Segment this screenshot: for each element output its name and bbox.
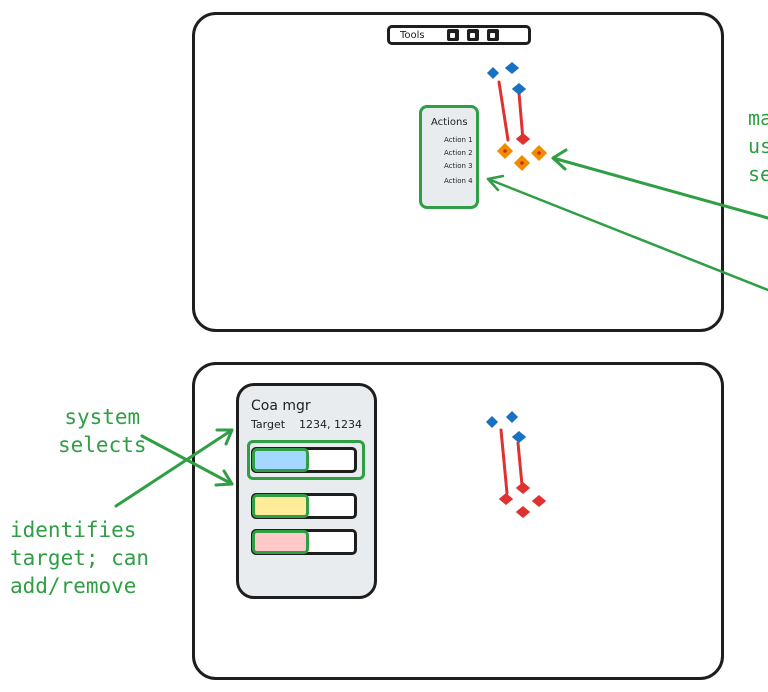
tool-button-3[interactable] (486, 29, 499, 41)
hostile-unit-1[interactable] (515, 133, 531, 145)
hostile-unit-4[interactable] (531, 495, 547, 507)
coa-option-row-2[interactable] (251, 493, 357, 519)
arrow-identifies-to-target (114, 428, 234, 508)
action-item-2[interactable]: Action 2 (444, 149, 473, 157)
hostile-unit-3[interactable] (515, 482, 531, 494)
arrow-to-actions-menu (486, 177, 768, 292)
arrow-to-selected-units (551, 156, 768, 220)
hostile-unit-5[interactable] (515, 506, 531, 518)
coa-target-value: 1234, 1234 (299, 418, 362, 431)
hostile-unit-2[interactable] (498, 493, 514, 505)
friendly-unit-1[interactable] (486, 66, 500, 80)
friendly-unit-6[interactable] (511, 431, 527, 443)
toolbar-label: Tools (400, 29, 425, 41)
coa-selected-highlight (247, 440, 365, 480)
annotation-right-cropped: ma us se (748, 106, 768, 186)
selected-unit-center-3 (520, 161, 524, 165)
unit-path-line-4 (516, 441, 524, 487)
actions-menu: Actions Action 1 Action 2 Action 3 Actio… (419, 105, 479, 209)
coa-option-row-1[interactable] (251, 447, 357, 473)
arrowhead-to-selected-units (551, 148, 568, 171)
toolbar: Tools (387, 25, 531, 45)
coa-manager-panel: Coa mgr Target 1234, 1234 (236, 383, 377, 599)
coa-panel-title: Coa mgr (251, 398, 311, 414)
coa-option-fill-2 (252, 494, 309, 518)
coa-option-fill-3 (252, 530, 309, 554)
arrowhead-to-actions-menu (486, 174, 505, 192)
unit-path-line-2 (517, 91, 525, 142)
action-item-4[interactable]: Action 4 (444, 177, 473, 185)
coa-option-row-3[interactable] (251, 529, 357, 555)
action-item-3[interactable]: Action 3 (444, 162, 473, 170)
friendly-unit-4[interactable] (485, 415, 499, 429)
coa-option-fill-1 (252, 448, 309, 472)
tool-button-2[interactable] (466, 29, 479, 41)
action-item-1[interactable]: Action 1 (444, 136, 473, 144)
unit-path-line-1 (497, 80, 510, 142)
friendly-unit-3[interactable] (511, 83, 527, 95)
friendly-unit-2[interactable] (504, 62, 520, 74)
unit-path-line-3 (499, 428, 509, 495)
selected-unit-center-2 (537, 151, 541, 155)
actions-menu-title: Actions (431, 117, 468, 128)
arrowhead-system-to-row (214, 469, 234, 487)
tool-button-1[interactable] (446, 29, 459, 41)
coa-target-label: Target (251, 418, 286, 431)
selected-unit-center-1 (503, 149, 507, 153)
friendly-unit-5[interactable] (505, 410, 519, 424)
arrowhead-identifies-to-target (215, 428, 234, 446)
annotation-system-selects: system selects (58, 405, 147, 457)
annotation-identifies-target: identifies target; can add/remove (10, 518, 150, 598)
